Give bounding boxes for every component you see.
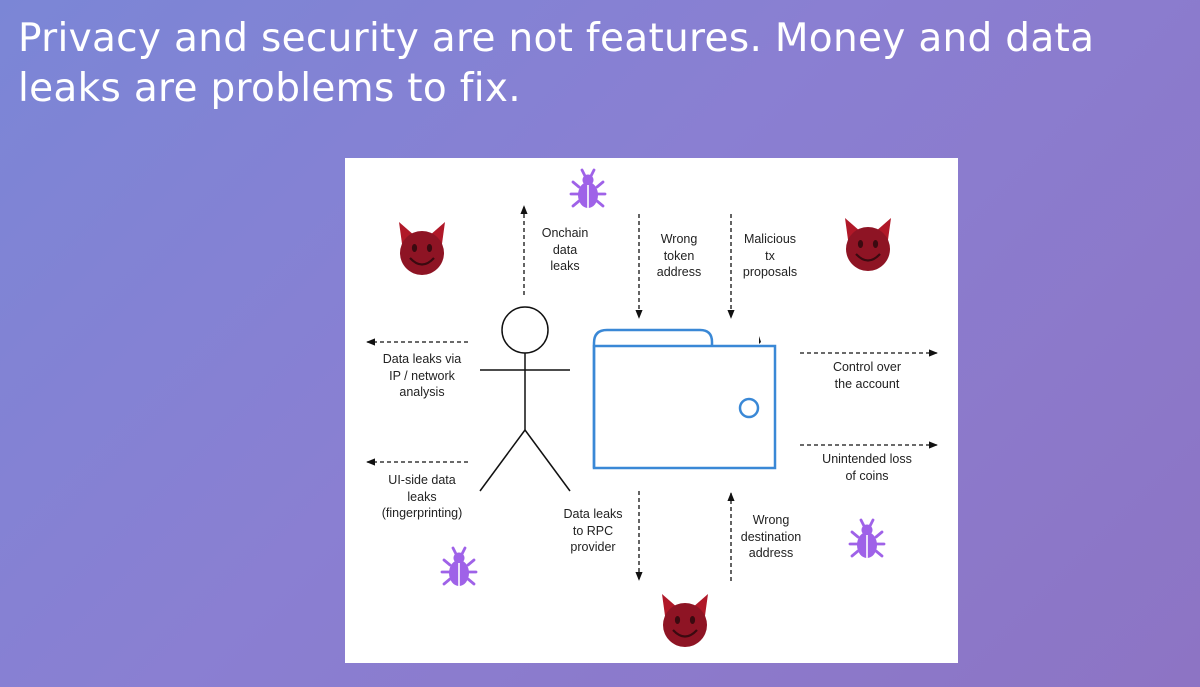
label-ip-network-analysis: Data leaks via IP / network analysis xyxy=(382,352,462,399)
diagram-arrows xyxy=(366,205,938,581)
devil-icon xyxy=(397,220,447,277)
label-wrong-destination-address: Wrong destination address xyxy=(740,513,802,560)
bug-icon xyxy=(848,518,886,560)
slide-title-line-2: leaks are problems to fix. xyxy=(18,66,521,111)
label-malicious-tx-proposals: Malicious tx proposals xyxy=(742,232,798,279)
cursor-icon xyxy=(759,336,761,344)
devil-icon xyxy=(843,216,893,273)
diagram-panel: Onchain data leaks Wrong token address M… xyxy=(345,158,958,663)
label-control-over-account: Control over the account xyxy=(832,360,902,391)
bug-icon xyxy=(440,546,478,588)
label-wrong-token-address: Wrong token address xyxy=(656,232,702,279)
label-data-leaks-to-rpc: Data leaks to RPC provider xyxy=(563,507,623,554)
label-onchain-data-leaks: Onchain data leaks xyxy=(541,226,589,273)
wallet-icon xyxy=(592,328,777,470)
slide-title-line-1: Privacy and security are not features. M… xyxy=(18,16,1095,61)
bug-icon xyxy=(569,168,607,210)
devil-icon xyxy=(660,592,710,649)
stick-figure-icon xyxy=(479,306,571,492)
slide-title: Privacy and security are not features. M… xyxy=(18,14,1188,114)
label-ui-side-data-leaks: UI-side data leaks (fingerprinting) xyxy=(381,473,463,520)
diagram-canvas xyxy=(366,168,938,649)
label-unintended-loss-of-coins: Unintended loss of coins xyxy=(822,452,912,483)
